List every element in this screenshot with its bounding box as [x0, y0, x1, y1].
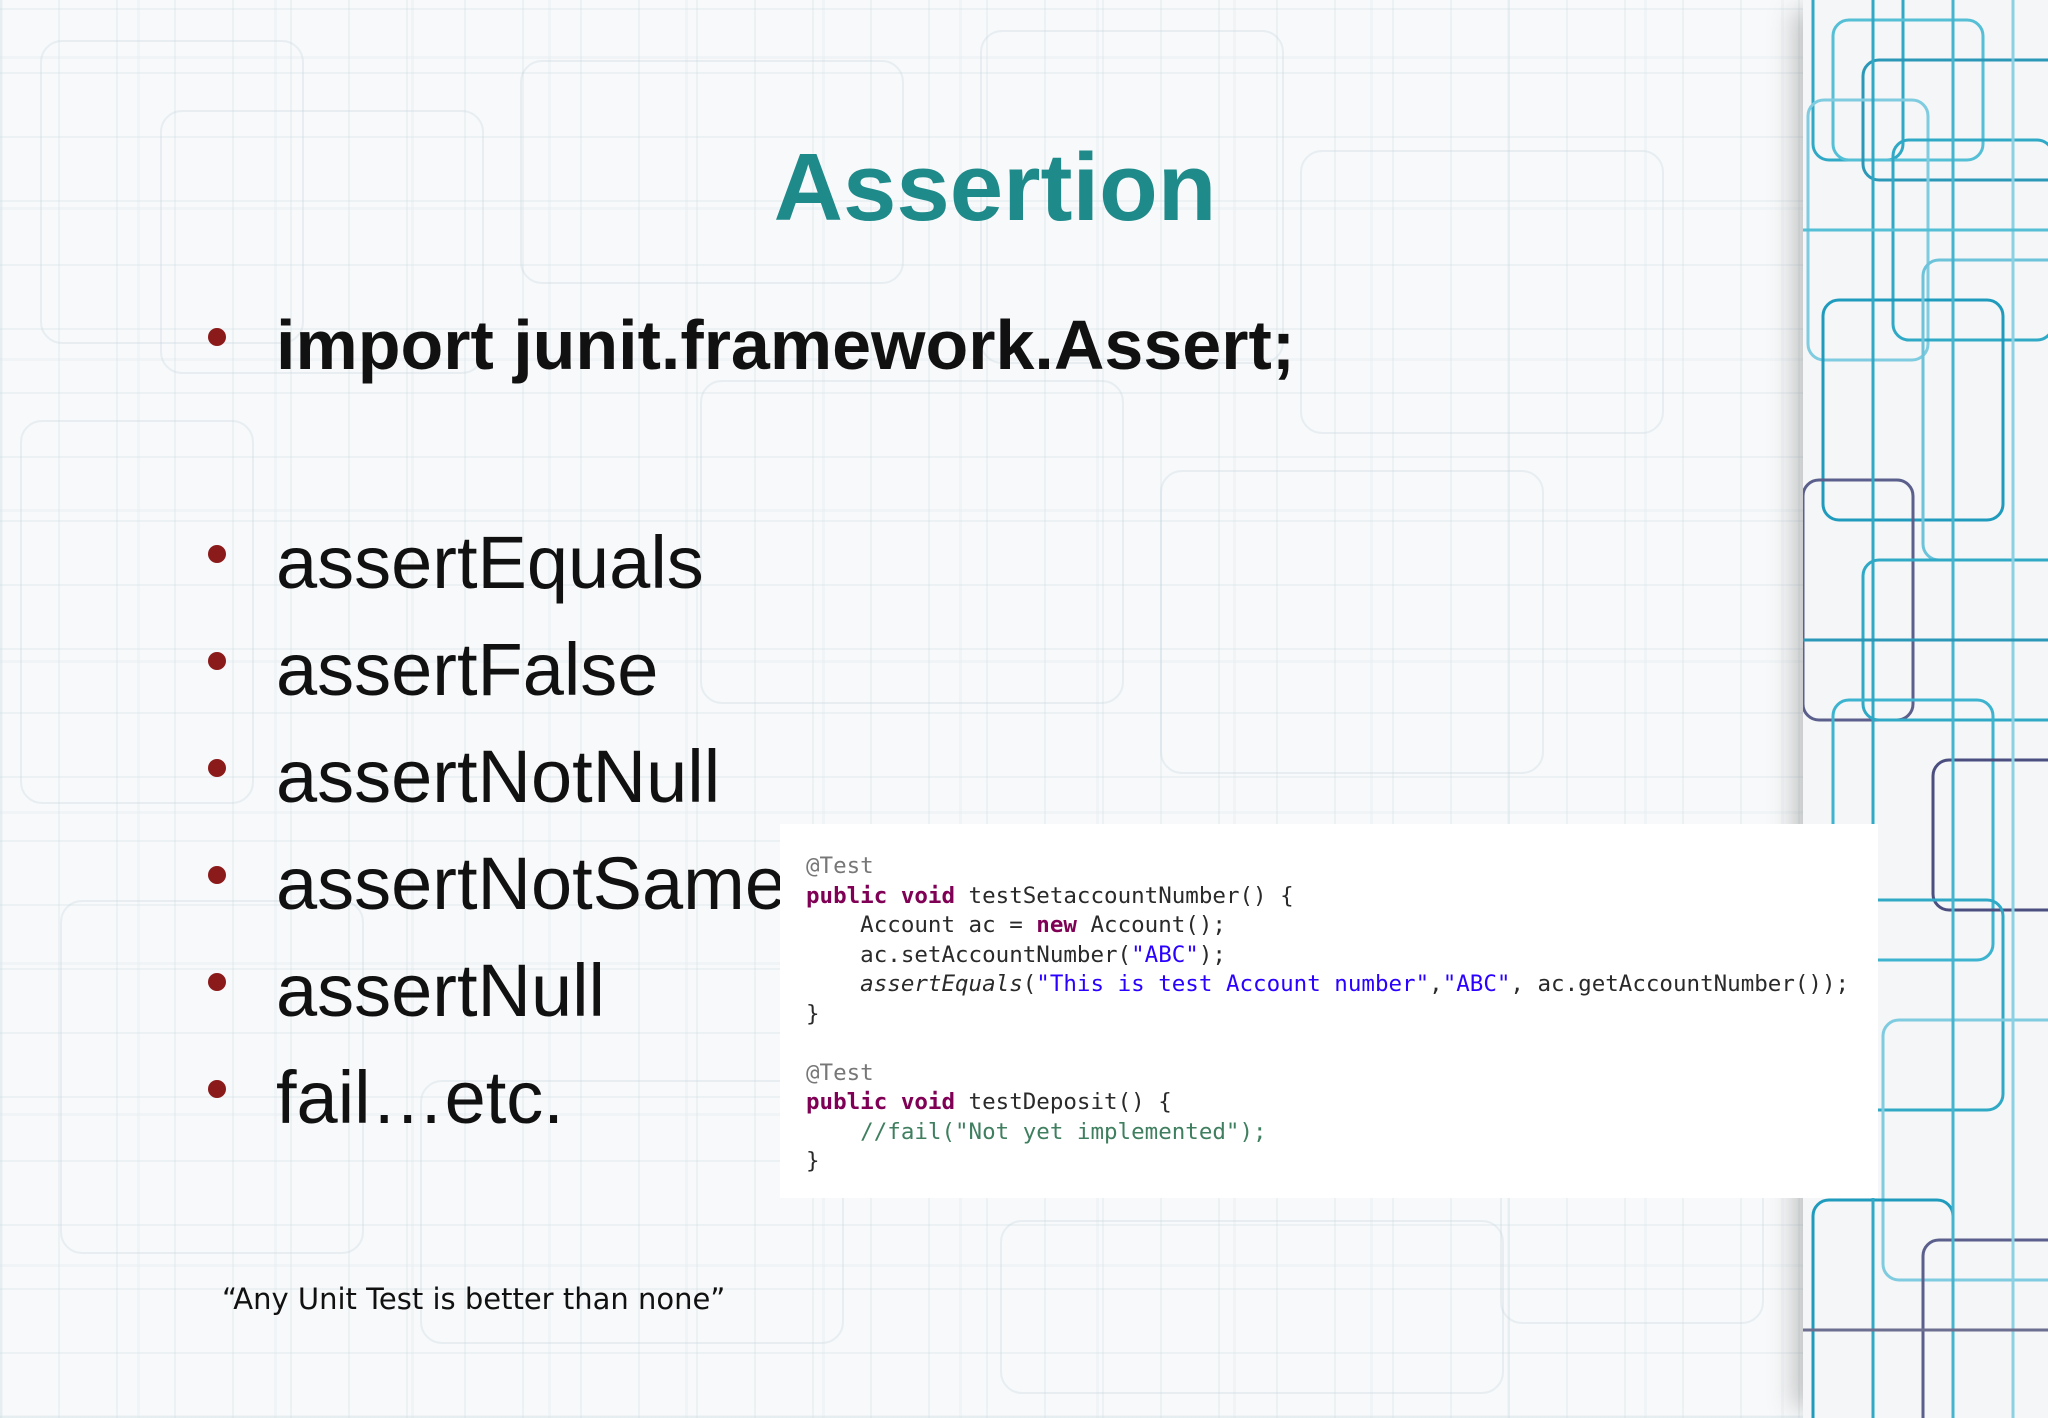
code-line: public void testSetaccountNumber() { — [806, 882, 1878, 912]
code-line: Account ac = new Account(); — [806, 911, 1878, 941]
background-shape — [1300, 150, 1664, 434]
code-string: "ABC" — [1442, 971, 1511, 997]
background-shape — [160, 110, 484, 374]
code-string: "This is test Account number" — [1036, 971, 1430, 997]
code-text: Account ac = — [806, 912, 1037, 938]
code-text: , — [1429, 971, 1443, 997]
code-text: Account(); — [1076, 912, 1226, 938]
background-shape — [40, 40, 304, 344]
code-line: //fail("Not yet implemented"); — [806, 1118, 1878, 1148]
code-annotation: @Test — [806, 853, 874, 879]
bullet-text: assertNull — [276, 948, 605, 1032]
slide-title: Assertion — [773, 134, 1217, 241]
code-text: } — [806, 1148, 820, 1174]
bullet-list: import junit.framework.Assert; assertEqu… — [208, 0, 1295, 1300]
background-shape — [980, 30, 1284, 364]
code-keyword: new — [1036, 912, 1077, 938]
code-text: ac.setAccountNumber( — [806, 941, 1132, 968]
code-text: testDeposit() { — [955, 1089, 1172, 1115]
code-line: public void testDeposit() { — [806, 1088, 1878, 1118]
bullet-dot-icon — [208, 328, 226, 346]
bullet-text: assertEquals — [276, 520, 704, 604]
bullet-dot-icon — [208, 652, 226, 670]
code-string: "ABC" — [1131, 941, 1199, 968]
background-shape — [20, 420, 254, 804]
code-keyword: public void — [806, 882, 956, 909]
bullet-item-assertequals: assertEquals — [208, 517, 704, 607]
footer-quote: “Any Unit Test is better than none” — [222, 1282, 726, 1316]
code-line: @Test — [806, 1059, 1878, 1089]
bullet-dot-icon — [208, 1080, 226, 1098]
code-line: ac.setAccountNumber("ABC"); — [806, 941, 1878, 971]
bullet-text: assertNotNull — [276, 734, 721, 818]
bullet-dot-icon — [208, 759, 226, 777]
code-text: ( — [1022, 971, 1037, 997]
background-shape — [1160, 470, 1544, 774]
bullet-item-import: import junit.framework.Assert; — [208, 300, 1295, 390]
code-snippet-image: @Test public void testSetaccountNumber()… — [780, 824, 1878, 1198]
bullet-dot-icon — [208, 545, 226, 563]
code-text: , ac.getAccountNumber()); — [1510, 971, 1850, 997]
code-text: testSetaccountNumber() { — [955, 882, 1294, 909]
background-shape — [420, 1080, 844, 1344]
code-comment: //fail("Not yet implemented"); — [806, 1118, 1267, 1145]
code-annotation: @Test — [806, 1059, 874, 1086]
bullet-item-assertnotnull: assertNotNull — [208, 731, 720, 821]
decorative-lines-graphic — [1803, 0, 2048, 1418]
bullet-item-assertnotsame: assertNotSame — [208, 838, 786, 928]
bullet-dot-icon — [208, 866, 226, 884]
background-shape — [60, 900, 364, 1254]
bullet-text: import junit.framework.Assert; — [276, 306, 1296, 384]
code-method: assertEquals — [806, 971, 1023, 997]
background-shape — [700, 380, 1124, 704]
code-line: } — [806, 1147, 1878, 1177]
bullet-text: assertFalse — [276, 627, 659, 711]
bullet-dot-icon — [208, 973, 226, 991]
bullet-text: assertNotSame — [276, 841, 786, 925]
code-text: } — [806, 1000, 820, 1027]
code-line: } — [806, 1000, 1878, 1030]
background-shape — [520, 60, 904, 284]
code-line-blank — [806, 1029, 1878, 1059]
code-line: assertEquals("This is test Account numbe… — [806, 970, 1878, 1000]
bullet-item-assertfalse: assertFalse — [208, 624, 658, 714]
bullet-item-fail: fail…etc. — [208, 1052, 564, 1142]
code-text: ); — [1198, 941, 1226, 968]
bullet-text: fail…etc. — [276, 1055, 564, 1139]
code-keyword: public void — [806, 1089, 956, 1115]
bullet-item-assertnull: assertNull — [208, 945, 605, 1035]
code-line: @Test — [806, 852, 1878, 882]
